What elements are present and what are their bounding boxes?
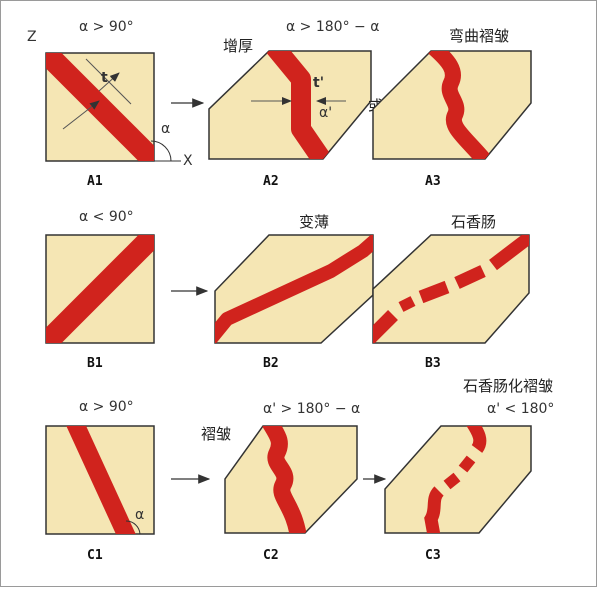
row-c-right-condition: α' < 180° xyxy=(487,401,554,417)
row-a: Z α > 90° t α X A1 增厚 α > 180° − α xyxy=(27,19,532,189)
block-c2: 褶皱 α' > 180° − α C2 xyxy=(201,401,360,563)
fold-segment-3 xyxy=(443,472,461,490)
folded-layer xyxy=(427,51,492,159)
row-c-mid-condition: α' > 180° − α xyxy=(263,401,360,417)
caption-c3: C3 xyxy=(425,548,441,563)
row-b: α < 90° B1 变薄 B2 石香肠 xyxy=(45,209,530,371)
caption-b2: B2 xyxy=(263,356,279,371)
caption-c2: C2 xyxy=(263,548,279,563)
thickened-layer xyxy=(265,51,332,159)
competent-layer-b1 xyxy=(46,235,154,343)
block-a3: 弯曲褶皱 A3 xyxy=(372,27,532,189)
row-c: α > 90° α C1 褶皱 α' > 180° − α C2 石香肠化褶皱 xyxy=(45,377,554,563)
fold-label-c2: 褶皱 xyxy=(201,425,231,443)
caption-a3: A3 xyxy=(425,174,441,189)
row-b-condition: α < 90° xyxy=(79,209,134,225)
thickness-guide xyxy=(85,58,132,105)
boudinage-label: 石香肠 xyxy=(451,213,496,231)
alpha-label: α xyxy=(161,121,170,137)
angle-arc-c1 xyxy=(125,520,141,535)
caption-a2: A2 xyxy=(263,174,279,189)
thickness-arrow-2 xyxy=(62,100,100,130)
caption-c1: C1 xyxy=(87,548,103,563)
x-axis-label: X xyxy=(183,153,193,169)
block-b3: 石香肠 B3 xyxy=(372,213,530,371)
fold-segment-1 xyxy=(465,426,487,453)
boudin-5 xyxy=(489,235,529,271)
competent-layer xyxy=(46,53,154,161)
block-a2: 增厚 α > 180° − α t' α' A2 xyxy=(208,19,379,189)
row-a-mid-condition: α > 180° − α xyxy=(286,19,379,35)
z-axis-label: Z xyxy=(27,29,37,45)
thickness-arrow xyxy=(98,72,120,92)
boudinage-fold-label: 石香肠化褶皱 xyxy=(463,377,553,395)
caption-b1: B1 xyxy=(87,356,103,371)
folding-label: 弯曲褶皱 xyxy=(449,27,509,45)
thinning-label: 变薄 xyxy=(299,213,329,231)
thickness-label-a2: t' xyxy=(313,75,324,91)
block-b2: 变薄 B2 xyxy=(214,213,374,371)
block-c1: α C1 xyxy=(45,425,155,563)
caption-a1: A1 xyxy=(87,174,103,189)
fold-segment-2 xyxy=(458,455,476,473)
alpha-label-c1: α xyxy=(135,507,144,523)
folded-layer-c2 xyxy=(261,426,308,533)
block-b1: B1 xyxy=(45,234,155,371)
boudin-2 xyxy=(398,296,416,312)
block-a1: t α X A1 xyxy=(45,52,193,189)
alpha-label-a2: α' xyxy=(319,105,332,121)
angle-arc xyxy=(150,140,172,162)
caption-b3: B3 xyxy=(425,356,441,371)
boudin-1 xyxy=(373,310,398,343)
row-a-condition: α > 90° xyxy=(79,19,134,35)
competent-layer-c1 xyxy=(66,426,136,534)
row-c-condition: α > 90° xyxy=(79,399,134,415)
thickness-label: t xyxy=(101,70,108,86)
boudin-4 xyxy=(454,265,486,289)
fold-segment-4 xyxy=(424,486,445,533)
block-c3: 石香肠化褶皱 α' < 180° C3 xyxy=(384,377,554,563)
boudin-3 xyxy=(418,280,450,304)
thickening-label: 增厚 xyxy=(223,37,253,55)
thinned-layer xyxy=(215,235,373,343)
